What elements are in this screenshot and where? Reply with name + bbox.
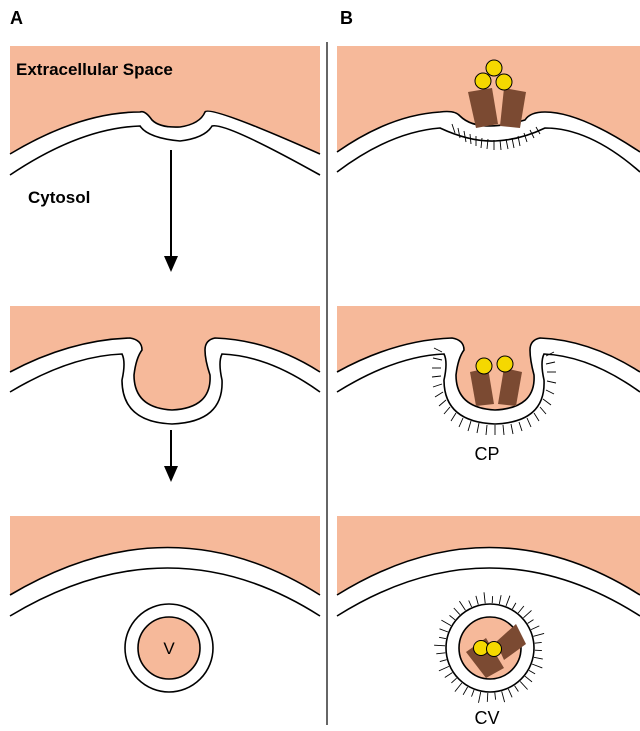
extracellular-region [10, 516, 320, 595]
clathrin-bristle [454, 608, 460, 615]
ligand [496, 74, 512, 90]
clathrin-bristle [439, 637, 446, 638]
clathrin-bristle [434, 645, 445, 646]
clathrin-bristle [534, 657, 543, 659]
clathrin-bristle [495, 693, 496, 700]
clathrin-bristle [479, 692, 481, 703]
clathrin-bristle [531, 626, 539, 630]
clathrin-bristle [532, 664, 542, 668]
clathrin-bristle [512, 603, 516, 609]
clathrin-bristle [439, 666, 449, 671]
plasma-membrane-inner [337, 128, 640, 172]
panel-a-step2 [10, 306, 320, 424]
panel-a-step1: Extracellular Space Cytosol [10, 46, 320, 207]
clathrin-bristle [484, 592, 485, 603]
clathrin-bristle [528, 620, 534, 624]
ligand [475, 73, 491, 89]
clathrin-bristle [440, 629, 449, 632]
panel-a-label: A [10, 8, 23, 28]
panel-b-step2: CP [337, 306, 640, 464]
ligand [486, 60, 502, 76]
clathrin-bristle [502, 691, 505, 702]
receptor-right [500, 88, 526, 128]
clathrin-bristle [533, 633, 544, 636]
clathrin-bristle [451, 678, 456, 683]
ligand [487, 642, 502, 657]
clathrin-bristle [436, 653, 445, 654]
ligand [476, 358, 492, 374]
clathrin-bristle [450, 615, 456, 619]
arrow-down-2 [164, 430, 178, 482]
panel-b-step3: CV [337, 516, 640, 728]
clathrin-bristle [506, 596, 510, 606]
panel-a-step3: V [10, 516, 320, 692]
clathrin-coat [452, 124, 540, 150]
clathrin-bristle [487, 693, 488, 702]
clathrin-bristle [525, 676, 532, 682]
coated-pit-label: CP [474, 444, 499, 464]
extracellular-region [10, 306, 320, 410]
ligand [497, 356, 513, 372]
clathrin-bristle [472, 690, 475, 697]
extracellular-space-label: Extracellular Space [16, 60, 173, 79]
coated-vesicle-label: CV [474, 708, 499, 728]
clathrin-bristle [476, 596, 478, 605]
clathrin-bristle [523, 610, 531, 617]
clathrin-bristle [535, 642, 542, 643]
clathrin-bristle [520, 681, 527, 689]
clathrin-bristle [518, 606, 524, 613]
clathrin-bristle [469, 601, 472, 607]
clathrin-bristle [508, 689, 512, 697]
clathrin-bristle [515, 686, 519, 692]
panel-b-label: B [340, 8, 353, 28]
clathrin-bristle [459, 601, 465, 610]
clathrin-bristle [445, 673, 453, 678]
clathrin-bristle [463, 687, 468, 695]
panel-b-step1 [337, 46, 640, 172]
extracellular-region [337, 516, 640, 595]
clathrin-bristle [441, 620, 451, 626]
cytosol-label: Cytosol [28, 188, 90, 207]
clathrin-bristle [440, 660, 447, 662]
vesicle-label: V [163, 639, 175, 658]
arrow-down-1 [164, 150, 178, 272]
clathrin-bristle [455, 683, 462, 692]
clathrin-bristle [499, 595, 501, 604]
clathrin-bristle [529, 670, 535, 674]
